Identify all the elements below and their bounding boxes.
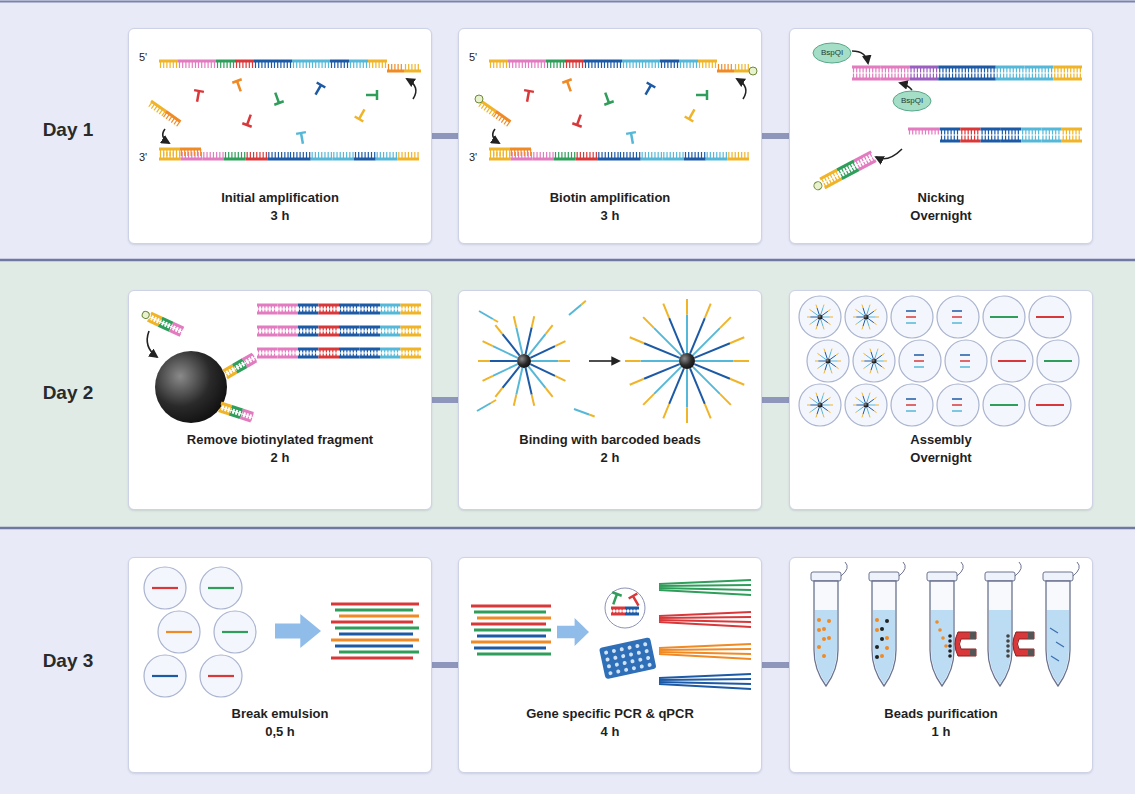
step-panel: Binding with barcoded beads2 h [458,290,762,510]
step-title: Initial amplification [221,189,339,207]
step-duration: 2 h [271,449,290,467]
step-panel: Remove biotinylated fragment2 h [128,290,432,510]
step-duration: Overnight [910,449,971,467]
strand-end-label: 5' [139,51,147,63]
step-title: Break emulsion [232,705,329,723]
step-panel: Gene specific PCR & qPCR4 h [458,557,762,773]
band-ground [0,3,1135,259]
step-connector [762,133,789,139]
step-title: Gene specific PCR & qPCR [526,705,694,723]
step-drawing [811,562,1079,686]
step-drawing [812,43,1082,192]
strand-end-label: 3' [139,151,147,163]
step-drawing [799,296,1079,426]
step-connector [432,397,458,403]
step-title: Remove biotinylated fragment [187,431,373,449]
day-band: Day 3Break emulsion0,5 hGene specific PC… [0,529,1135,794]
step-panel: Break emulsion0,5 h [128,557,432,773]
band-separator [0,259,1135,262]
step-title: Assembly [910,431,971,449]
day-label: Day 3 [18,650,118,672]
step-drawing [148,61,421,159]
step-drawing [475,61,757,159]
band-ground [0,529,1135,794]
step-connector [432,662,458,668]
step-connector [762,397,789,403]
step-drawing [141,305,421,423]
step-title: Nicking [918,189,965,207]
step-title: Binding with barcoded beads [519,431,700,449]
step-duration: 3 h [271,207,290,225]
enzyme-label: BspQI [821,47,843,59]
step-duration: 0,5 h [265,723,295,741]
day-label: Day 2 [18,382,118,404]
step-illustration [129,291,433,511]
step-panel: Biotin amplification3 h 5' 3' [458,28,762,244]
step-duration: 4 h [601,723,620,741]
step-illustration [790,291,1094,511]
step-panel: Beads purification1 h [789,557,1093,773]
day-band: Day 1Initial amplification3 h5'3'Biotin … [0,3,1135,259]
step-connector [762,662,789,668]
step-illustration [790,558,1094,774]
step-title: Biotin amplification [550,189,671,207]
strand-end-label: 3' [469,151,477,163]
step-illustration [459,558,763,774]
enzyme-label: BspQI [901,95,923,107]
strand-end-label: 5' [469,51,477,63]
band-ground [0,261,1135,527]
step-drawing [477,299,749,423]
step-duration: 2 h [601,449,620,467]
step-duration: 3 h [601,207,620,225]
step-panel: AssemblyOvernight [789,290,1093,510]
day-band: Day 2Remove biotinylated fragment2 hBind… [0,261,1135,527]
step-illustration [129,558,433,774]
day-label: Day 1 [18,119,118,141]
band-separator [0,1,1135,3]
band-separator [0,527,1135,530]
step-illustration [459,291,763,511]
step-connector [432,133,458,139]
step-drawing [144,567,419,697]
step-duration: 1 h [932,723,951,741]
step-title: Beads purification [884,705,997,723]
step-panel: NickingOvernight BspQI BspQI [789,28,1093,244]
step-drawing [471,580,751,689]
step-duration: Overnight [910,207,971,225]
step-panel: Initial amplification3 h 5' 3' [128,28,432,244]
